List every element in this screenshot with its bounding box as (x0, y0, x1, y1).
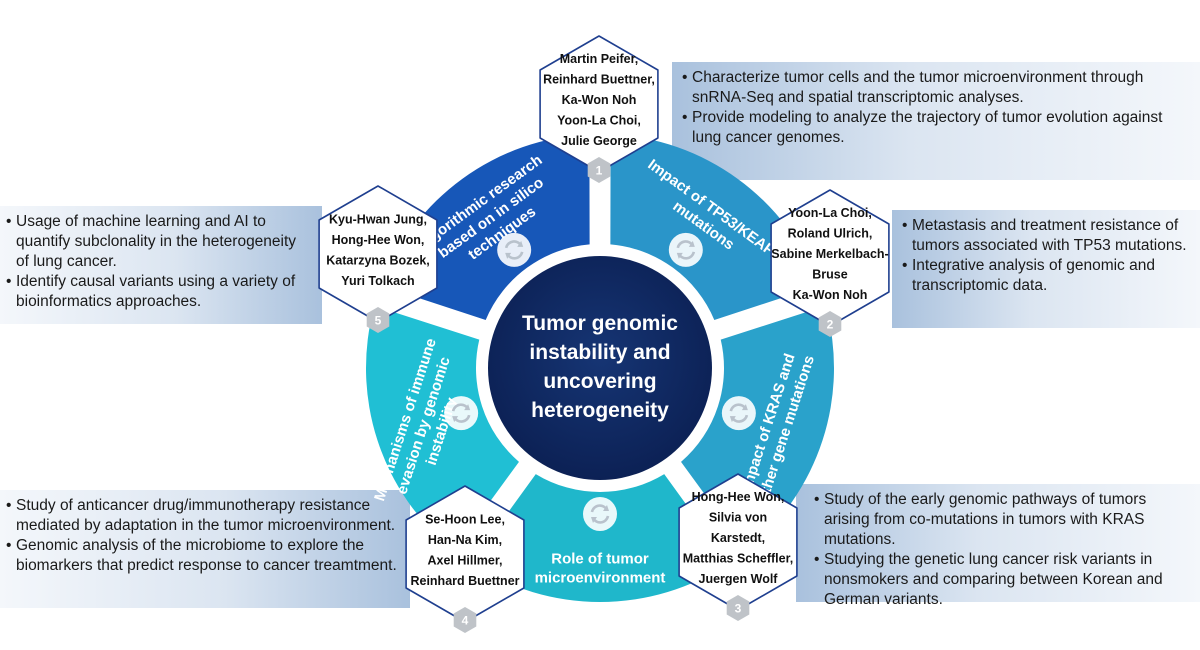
team-member-name: Sabine Merkelbach- (771, 247, 888, 261)
team-member-name: Ka-Won Noh (562, 93, 637, 107)
team-member-name: Bruse (812, 268, 847, 282)
team-member-name: Yoon-La Choi, (788, 206, 872, 220)
team-member-name: Se-Hoon Lee, (425, 512, 505, 526)
team-member-name: Silvia von (709, 511, 767, 525)
team-member-name: Reinhard Buettner, (543, 73, 655, 87)
segment-label-4: Role of tumor microenvironment (535, 551, 666, 587)
segment-4 (471, 474, 729, 602)
team-hexagon-2: 2 Yoon-La Choi, Roland Ulrich, Sabine Merke… (770, 189, 890, 337)
panel-team-2: Metastasis and treatment resistance of t… (892, 210, 1200, 328)
panel-bullet: Studying the genetic lung cancer risk va… (814, 550, 1190, 610)
center-title-line: Tumor genomic (522, 312, 678, 335)
segment-5 (366, 305, 519, 551)
panel-bullet: Integrative analysis of genomic and tran… (902, 256, 1190, 296)
team-member-name: Roland Ulrich, (788, 227, 873, 241)
panel-bullet: Metastasis and treatment resistance of t… (902, 216, 1190, 256)
team-member-name: Hong-Hee Won, (692, 490, 785, 504)
cycle-arrows-icon (668, 232, 703, 267)
team-member-name: Yoon-La Choi, (557, 114, 641, 128)
team-member-name: Juergen Wolf (699, 572, 779, 586)
team-number-badge (818, 311, 842, 337)
panel-bullet: Characterize tumor cells and the tumor m… (682, 68, 1190, 108)
panel-bullet: Study of the early genomic pathways of t… (814, 490, 1190, 550)
team-number: 1 (596, 164, 603, 178)
panel-bullet: Genomic analysis of the microbiome to ex… (6, 536, 400, 576)
segment-label-line: microenvironment (535, 570, 666, 587)
panel-bullet: Identify causal variants using a variety… (6, 272, 312, 312)
team-number-badge (453, 607, 477, 633)
cycle-arrows-icon (444, 396, 479, 431)
team-hexagon-4: 4 Se-Hoon Lee, Han-Na Kim, Axel Hillmer, Rei… (405, 485, 525, 633)
segment-label-line: Role of tumor (551, 551, 649, 568)
panel-bullet: Provide modeling to analyze the trajecto… (682, 108, 1190, 148)
panel-team-5: Usage of machine learning and AI to quan… (0, 206, 322, 324)
team-member-name: Julie George (561, 134, 637, 148)
team-hexagon-5: 5 Kyu-Hwan Jung, Hong-Hee Won, Katarzyna Bo… (318, 185, 438, 333)
segment-2 (610, 134, 820, 320)
team-member-name: Hong-Hee Won, (332, 233, 425, 247)
center-title-line: uncovering (543, 370, 656, 393)
panel-team-1: Characterize tumor cells and the tumor m… (672, 62, 1200, 180)
team-number-badge (366, 307, 390, 333)
center-title-line: heterogeneity (531, 399, 669, 422)
team-number-badge (587, 157, 611, 183)
panel-bullet: Usage of machine learning and AI to quan… (6, 212, 312, 272)
team-member-name: Kyu-Hwan Jung, (329, 212, 427, 226)
team-member-name: Karstedt, (711, 531, 765, 545)
team-number: 4 (462, 614, 469, 628)
team-number: 5 (375, 314, 382, 328)
team-member-name: Han-Na Kim, (428, 533, 502, 547)
team-member-name: Katarzyna Bozek, (326, 253, 430, 267)
team-member-name: Axel Hillmer, (427, 553, 502, 567)
center-title-line: instability and (529, 341, 670, 364)
team-member-name: Ka-Won Noh (793, 288, 868, 302)
cycle-arrows-icon (497, 232, 532, 267)
center-title: Tumor genomic instability and uncovering he… (522, 312, 678, 422)
panel-team-4: Study of anticancer drug/immunotherapy r… (0, 490, 410, 608)
panel-team-3: Study of the early genomic pathways of t… (796, 484, 1200, 608)
team-member-name: Matthias Scheffler, (683, 552, 793, 566)
center-circle (488, 256, 712, 480)
team-member-name: Yuri Tolkach (341, 274, 414, 288)
team-number: 2 (827, 318, 834, 332)
team-number: 3 (735, 602, 742, 616)
team-number-badge (726, 595, 750, 621)
team-member-name: Reinhard Buettner (410, 574, 519, 588)
team-hexagon-1: 1 Martin Peifer, Reinhard Buettner, Ka-Won … (539, 35, 659, 183)
team-member-name: Martin Peifer, (560, 52, 639, 66)
cycle-arrows-icon (721, 396, 756, 431)
panel-bullet: Study of anticancer drug/immunotherapy r… (6, 496, 400, 536)
cycle-arrows-icon (583, 497, 617, 531)
